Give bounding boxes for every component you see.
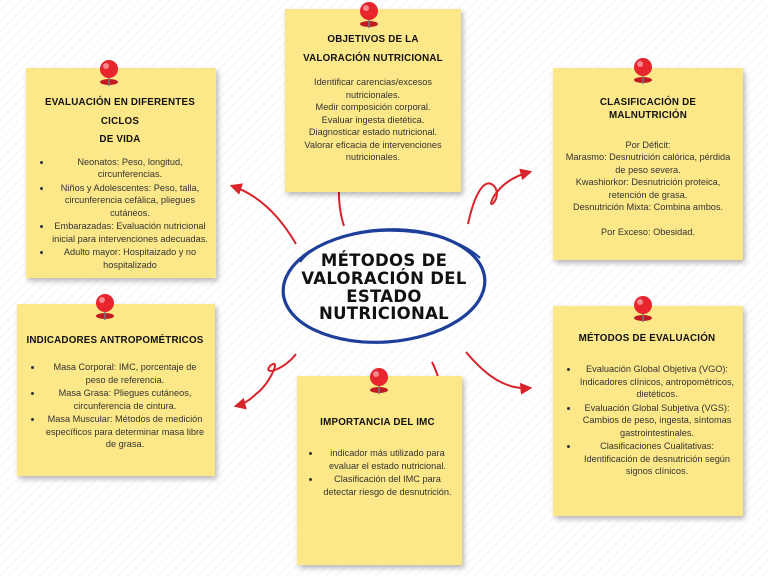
list-item: Clasificación del IMC para detectar ries… [321,473,454,498]
note-title: MÉTODOS DE EVALUACIÓN [559,332,735,345]
note-importancia-imc: IMPORTANCIA DEL IMC indicador más utiliz… [297,376,462,565]
title-line: VALORACIÓN NUTRICIONAL [303,52,443,64]
body-line: Valorar eficacia de intervenciones nutri… [304,139,442,163]
central-title-line: MÉTODOS DE [320,251,448,270]
central-title-line: VALORACIÓN DEL [301,268,467,288]
title-line: MÉTODOS DE EVALUACIÓN [578,333,716,344]
arrow-to-indicadores [233,353,297,410]
central-title-line: ESTADO NUTRICIONAL [319,286,449,324]
note-title: IMPORTANCIA DEL IMC [301,416,454,429]
note-objetivos: OBJETIVOS DE LA VALORACIÓN NUTRICIONAL I… [285,9,461,192]
body-line: Por Déficit: [625,139,671,150]
note-list: indicador más utilizado para evaluar el … [301,447,454,498]
list-item: Evaluación Global Subjetiva (VGS): Cambi… [579,402,735,440]
note-clasificacion: CLASIFICACIÓN DE MALNUTRICIÓN Por Défici… [553,68,743,260]
note-metodos-evaluacion: MÉTODOS DE EVALUACIÓN Evaluación Global … [553,306,743,516]
pushpin-icon [370,368,388,394]
note-list: Evaluación Global Objetiva (VGO): Indica… [559,363,735,478]
note-title: INDICADORES ANTROPOMÉTRICOS [23,334,207,347]
list-item: Niños y Adolescentes: Peso, talla, circu… [52,182,208,220]
list-item: indicador más utilizado para evaluar el … [321,447,454,472]
list-item: Clasificaciones Cualitativas: Identifica… [579,440,735,478]
pushpin-icon [360,2,378,28]
note-evaluacion-ciclos: EVALUACIÓN EN DIFERENTES CICLOS DE VIDA … [26,68,216,278]
note-body: Por Déficit: Marasmo: Desnutrición calór… [563,139,733,239]
note-list: Neonatos: Peso, longitud, circunferencia… [32,156,208,272]
list-item: Masa Grasa: Pliegues cutáneos, circunfer… [43,387,207,412]
list-item: Adulto mayor: Hospitaizado y no hospital… [52,246,208,271]
central-title: MÉTODOS DE VALORACIÓN DEL ESTADO NUTRICI… [296,252,472,323]
pushpin-icon [96,294,114,320]
title-line: OBJETIVOS DE LA [327,34,419,45]
note-list: Masa Corporal: IMC, porcentaje de peso d… [23,361,207,451]
body-line: Evaluar ingesta dietética. [321,114,425,125]
list-item: Evaluación Global Objetiva (VGO): Indica… [579,363,735,401]
note-title: OBJETIVOS DE LA VALORACIÓN NUTRICIONAL [295,31,451,68]
title-line: DE VIDA [99,134,141,146]
body-line: Marasmo: Desnutrición calórica, pérdida … [565,152,731,175]
pushpin-icon [634,296,652,322]
note-indicadores: INDICADORES ANTROPOMÉTRICOS Masa Corpora… [17,304,215,476]
body-line: Kwashiorkor: Desnutrición proteica, rete… [575,177,721,200]
body-line: Identificar carencias/excesos nutriciona… [314,77,432,100]
body-line: Desnutrición Mixta: Combina ambos. [572,202,724,213]
body-line [563,214,733,226]
list-item: Masa Muscular: Métodos de medición espec… [43,413,207,451]
pushpin-icon [100,60,118,86]
title-line: EVALUACIÓN EN DIFERENTES CICLOS [45,97,195,127]
title-line: IMPORTANCIA DEL IMC [320,417,435,428]
title-line: INDICADORES ANTROPOMÉTRICOS [26,335,204,346]
body-line: Por Exceso: Obesidad. [601,226,695,237]
arrow-to-metodos [465,351,533,395]
body-line: Diagnosticar estado nutricional. [308,127,438,138]
note-title: EVALUACIÓN EN DIFERENTES CICLOS DE VIDA [32,94,208,150]
body-line: Medir composición corporal. [315,102,431,113]
title-line: CLASIFICACIÓN DE MALNUTRICIÓN [599,97,697,122]
note-body: Identificar carencias/excesos nutriciona… [295,76,451,164]
arrow-to-clasificacion [467,168,533,225]
list-item: Masa Corporal: IMC, porcentaje de peso d… [43,361,207,386]
list-item: Neonatos: Peso, longitud, circunferencia… [52,156,208,181]
list-item: Embarazadas: Evaluación nutricional inic… [52,220,208,245]
note-title: CLASIFICACIÓN DE MALNUTRICIÓN [563,96,733,123]
pushpin-icon [634,58,652,84]
arrow-to-evaluacion [229,183,297,245]
